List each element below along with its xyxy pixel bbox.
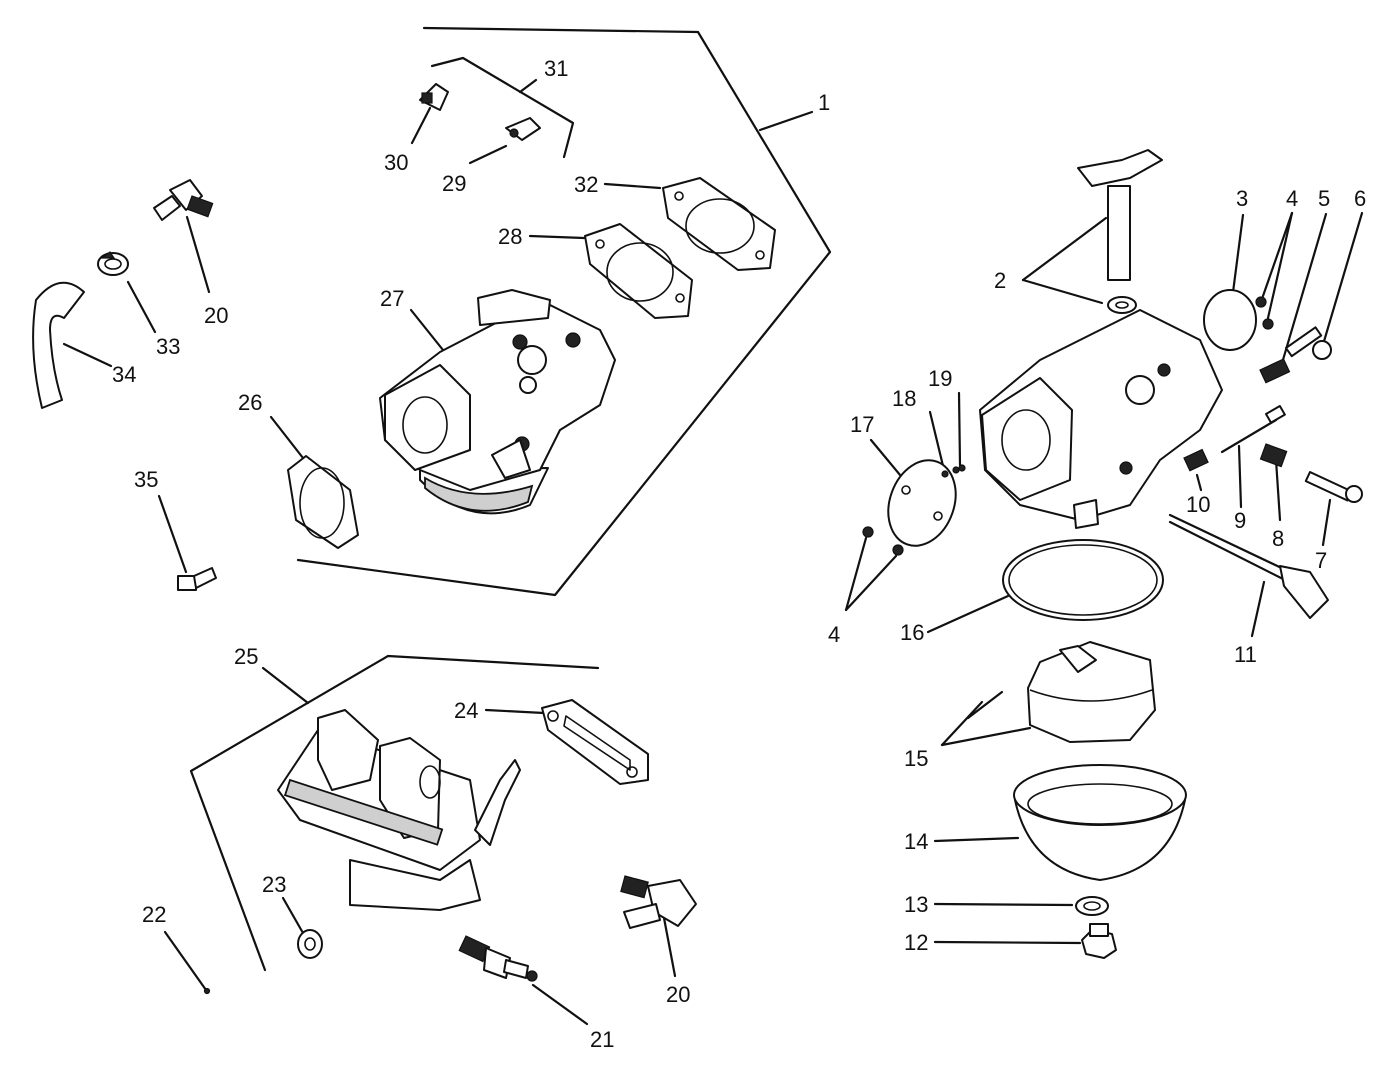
- callout-19: 19: [928, 366, 952, 391]
- callout-22: 22: [142, 902, 166, 927]
- bracket-carburetor-assembly: [296, 26, 832, 597]
- part-15-float: [966, 641, 1156, 743]
- callout-6: 6: [1354, 186, 1366, 211]
- part-3-throttle-plate: [1203, 289, 1257, 351]
- callout-33: 33: [156, 334, 180, 359]
- part-2-throttle-shaft: [1077, 149, 1163, 314]
- callout-18: 18: [892, 386, 916, 411]
- callout-32: 32: [574, 172, 598, 197]
- callout-20-lower: 20: [666, 982, 690, 1007]
- part-28-gasket: [584, 223, 693, 319]
- bracket-item-31: [430, 56, 575, 159]
- callout-24: 24: [454, 698, 478, 723]
- part-32-gasket: [662, 177, 776, 271]
- part-21-hose-barb: [458, 935, 538, 982]
- part-20-elbow-fitting-upper: [153, 179, 214, 221]
- part-11-choke-shaft: [1168, 513, 1329, 619]
- callout-15: 15: [904, 746, 928, 771]
- callout-23: 23: [262, 872, 286, 897]
- callout-29: 29: [442, 171, 466, 196]
- callout-26: 26: [238, 390, 262, 415]
- part-20-elbow-fitting-lower: [620, 875, 697, 929]
- callout-3: 3: [1236, 186, 1248, 211]
- part-12-drain-screw: [1081, 923, 1117, 959]
- part-5-spring: [1259, 358, 1291, 384]
- part-14-float-bowl: [1013, 764, 1187, 881]
- part-25-fuel-pump: [277, 709, 521, 911]
- part-35-screw: [177, 567, 217, 591]
- part-carburetor-body-right: [979, 309, 1223, 529]
- callout-2: 2: [994, 268, 1006, 293]
- callout-labels: 1 2 3 4 5 6 7 8 9 10 11 12 13 14 15 16 1…: [112, 56, 1366, 1052]
- part-18-19-small-parts: [941, 464, 966, 478]
- part-30-fitting: [419, 83, 449, 111]
- part-13-washer: [1075, 896, 1109, 916]
- part-33-clamp: [97, 251, 129, 276]
- part-22-pin: [203, 987, 211, 995]
- callout-9: 9: [1234, 508, 1246, 533]
- callout-4-lower: 4: [828, 622, 840, 647]
- part-23-washer: [297, 929, 323, 959]
- callout-16: 16: [900, 620, 924, 645]
- callout-34: 34: [112, 362, 136, 387]
- callout-8: 8: [1272, 526, 1284, 551]
- callout-30: 30: [384, 150, 408, 175]
- callout-28: 28: [498, 224, 522, 249]
- part-29-clip: [505, 117, 541, 141]
- part-17-choke-plate: [887, 459, 957, 547]
- callout-4-upper: 4: [1286, 186, 1298, 211]
- callout-1: 1: [818, 90, 830, 115]
- part-27-carburetor-body: [379, 289, 616, 515]
- part-7-screw: [1304, 471, 1363, 503]
- part-10-spring: [1183, 448, 1209, 472]
- callout-20-upper: 20: [204, 303, 228, 328]
- callout-17: 17: [850, 412, 874, 437]
- callout-21: 21: [590, 1027, 614, 1052]
- callout-11: 11: [1234, 642, 1257, 667]
- part-4-screws-upper: [1255, 296, 1274, 330]
- callout-7: 7: [1315, 548, 1327, 573]
- callout-35: 35: [134, 467, 158, 492]
- callout-10: 10: [1186, 492, 1210, 517]
- callout-13: 13: [904, 892, 928, 917]
- part-24-gasket: [541, 699, 649, 785]
- callout-14: 14: [904, 829, 928, 854]
- assembly-bracket-lines: [189, 26, 832, 972]
- part-8-spring: [1259, 443, 1288, 468]
- callout-12: 12: [904, 930, 928, 955]
- part-34-hose: [32, 281, 85, 409]
- part-26-gasket: [287, 455, 359, 549]
- bracket-fuel-pump: [189, 654, 600, 972]
- callout-5: 5: [1318, 186, 1330, 211]
- part-16-o-ring: [1002, 539, 1164, 621]
- callout-27: 27: [380, 286, 404, 311]
- leader-lines: [62, 78, 1364, 1026]
- callout-31: 31: [544, 56, 568, 81]
- part-9-needle: [1220, 405, 1286, 454]
- part-6-idle-screw: [1285, 326, 1332, 360]
- callout-25: 25: [234, 644, 258, 669]
- part-4-screws-lower: [862, 526, 904, 556]
